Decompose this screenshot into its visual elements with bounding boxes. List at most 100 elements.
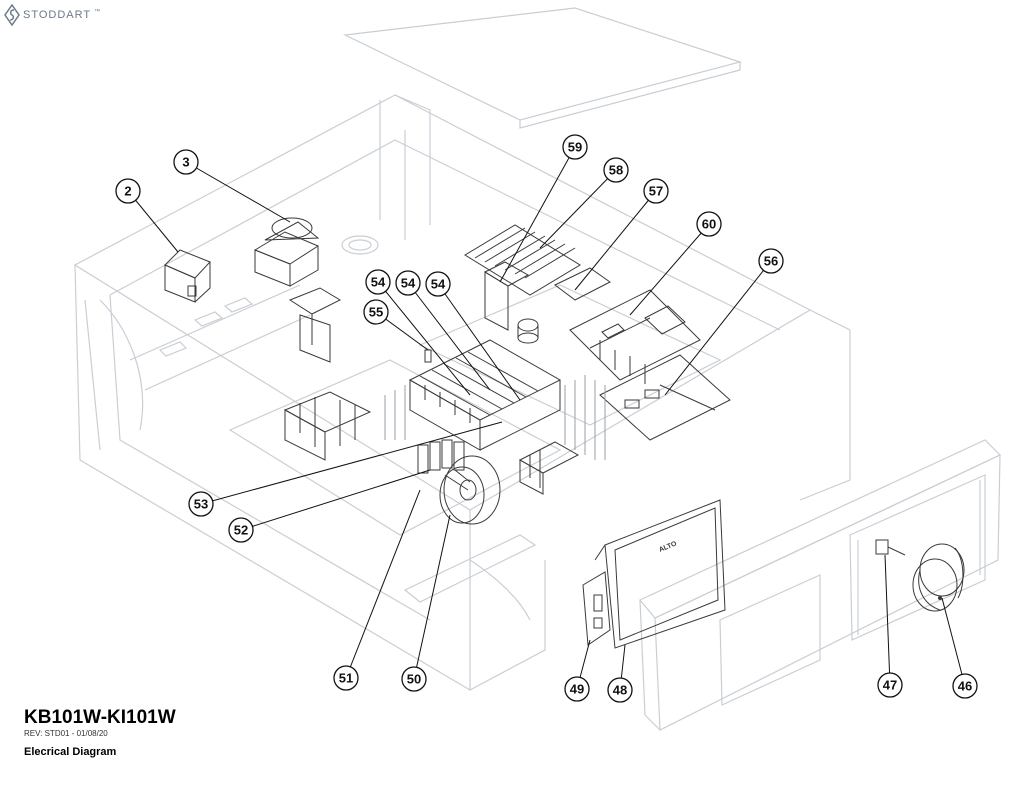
callout-label: 50 <box>407 672 421 687</box>
callout-label: 54 <box>431 277 446 292</box>
terminal-block-left <box>283 391 372 461</box>
leader-line-c56 <box>664 260 772 396</box>
display-brand-label: ALTO <box>658 540 678 554</box>
part-50-fan <box>439 455 501 525</box>
callout-c54b: 54 <box>395 270 421 296</box>
callout-circle <box>173 149 199 175</box>
leader-line-c50 <box>413 514 451 680</box>
leader-line-c53 <box>200 421 503 505</box>
terminal-block-right <box>518 441 580 495</box>
callout-c2: 2 <box>115 178 141 204</box>
callout-circle <box>188 491 214 517</box>
callout-label: 54 <box>401 276 416 291</box>
callout-circle <box>365 269 391 295</box>
model-number: KB101W-KI101W <box>24 707 176 728</box>
callout-c58: 58 <box>603 157 629 183</box>
callout-circle <box>363 299 389 325</box>
leader-line-c60 <box>629 223 710 316</box>
callout-label: 49 <box>570 682 584 697</box>
title-block: KB101W-KI101W REV: STD01 - 01/08/20 Elec… <box>24 707 176 759</box>
part-56-board <box>599 354 731 441</box>
callout-circle <box>228 517 254 543</box>
callout-circle <box>333 665 359 691</box>
motor-bracket <box>288 287 342 363</box>
callout-label: 54 <box>371 275 386 290</box>
callout-c47: 47 <box>877 672 903 698</box>
callout-c53: 53 <box>188 491 214 517</box>
callout-label: 2 <box>124 184 131 199</box>
callout-label: 59 <box>568 140 582 155</box>
brand-trademark: ™ <box>94 9 102 15</box>
callout-label: 48 <box>613 683 627 698</box>
part-48-display <box>594 499 726 649</box>
leader-lines <box>127 146 966 691</box>
callout-c50: 50 <box>401 666 427 692</box>
part-46-knob <box>912 543 965 612</box>
leader-line-c57 <box>574 190 657 291</box>
leader-line-c47 <box>884 554 891 686</box>
callout-label: 60 <box>702 217 716 232</box>
callout-label: 46 <box>958 679 972 694</box>
callout-circle <box>425 271 451 297</box>
callout-circle <box>564 676 590 702</box>
brand-name: STODDART <box>23 9 92 21</box>
callout-circle <box>758 248 784 274</box>
callout-circle <box>395 270 421 296</box>
leader-line-c51 <box>345 489 421 679</box>
leader-line-c46 <box>941 597 966 687</box>
callout-circle <box>115 178 141 204</box>
document-title: Elecrical Diagram <box>24 746 117 758</box>
leader-line-c2 <box>127 190 179 253</box>
callout-label: 58 <box>609 163 623 178</box>
part-52-relays <box>417 439 465 474</box>
part-60-board <box>569 289 701 384</box>
callout-label: 53 <box>194 497 208 512</box>
leader-line-c52 <box>240 469 431 531</box>
callout-circle <box>562 134 588 160</box>
callout-c51: 51 <box>333 665 359 691</box>
callout-c59: 59 <box>562 134 588 160</box>
leader-line-c58 <box>539 169 617 249</box>
callout-c46: 46 <box>952 673 978 699</box>
callout-label: 57 <box>649 184 663 199</box>
callout-label: 3 <box>182 155 189 170</box>
part-2-filter <box>164 249 211 303</box>
revision-label: REV: STD01 - 01/08/20 <box>24 729 108 738</box>
callout-c60: 60 <box>696 211 722 237</box>
callout-label: 56 <box>764 254 778 269</box>
callout-c52: 52 <box>228 517 254 543</box>
part-3-transformer <box>253 217 320 287</box>
callout-circle <box>643 178 669 204</box>
chassis-outline <box>73 7 1002 731</box>
leader-line-c54c <box>437 283 521 401</box>
callout-c57: 57 <box>643 178 669 204</box>
callout-circle <box>603 157 629 183</box>
callout-label: 55 <box>369 305 383 320</box>
callout-c48: 48 <box>607 677 633 703</box>
callout-c54a: 54 <box>365 269 391 295</box>
stoddart-logo-icon <box>4 4 20 26</box>
part-47-switch <box>875 539 906 556</box>
callout-circle <box>696 211 722 237</box>
callout-group: 2 3 59 58 57 60 56 54 54 54 55 53 52 51 50 49 48 47 46 <box>115 134 978 703</box>
callout-circle <box>607 677 633 703</box>
callout-c55: 55 <box>363 299 389 325</box>
callout-circle <box>877 672 903 698</box>
callout-circle <box>401 666 427 692</box>
components <box>164 217 965 649</box>
callout-label: 52 <box>234 523 248 538</box>
callout-c3: 3 <box>173 149 199 175</box>
heatsink-fins <box>384 375 606 460</box>
leader-line-c54a <box>377 281 471 396</box>
leader-line-c59 <box>499 146 576 283</box>
callout-c56: 56 <box>758 248 784 274</box>
part-58-heatsink <box>464 224 611 344</box>
callout-label: 51 <box>339 671 353 686</box>
callout-c49: 49 <box>564 676 590 702</box>
part-54-contactors <box>408 339 562 451</box>
callout-circle <box>952 673 978 699</box>
callout-label: 47 <box>883 678 897 693</box>
part-49-control-board <box>582 571 611 646</box>
